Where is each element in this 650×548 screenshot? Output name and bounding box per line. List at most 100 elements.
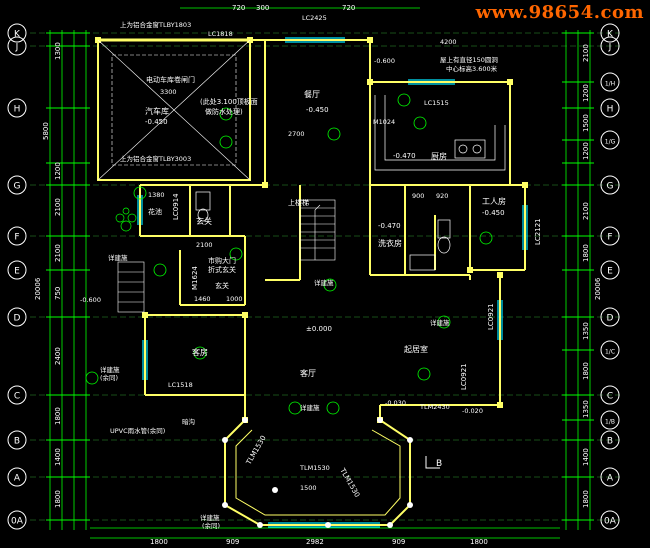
axis-left-4: F (14, 233, 19, 243)
axis-left-0-circle (7, 23, 27, 43)
dim-4200: 4200 (440, 38, 457, 46)
axis-right-12-circle (600, 430, 620, 450)
axis-left-7-circle (7, 385, 27, 405)
kitchen-counter (374, 95, 506, 171)
garage-label: 汽车库 (145, 106, 169, 116)
axis-left-8-circle (7, 430, 27, 450)
dim-3300: 3300 (160, 88, 177, 96)
left-total: 20006 (34, 277, 42, 300)
roof-note-2: 中心标高3.600米 (446, 64, 498, 73)
annotation-labels: 上为铝合金窗TLBY1803 上为铝合金窗TLBY3003 LC2425 LC1… (80, 14, 498, 530)
left-dim-3: 2100 (54, 198, 62, 216)
sanitary-fixtures (195, 191, 451, 271)
garage-level: -0.450 (145, 118, 168, 126)
axis-right-3-circle (600, 98, 620, 118)
axis-right-13: A (607, 474, 614, 484)
servant-level: -0.450 (482, 209, 505, 217)
axis-left-2: H (14, 105, 21, 115)
axis-right-14: 0A (604, 517, 617, 527)
flower-bed (115, 207, 137, 232)
bottom-dim-1: 909 (226, 538, 239, 546)
top-dimensions: 720 300 720 (232, 4, 355, 12)
section-b-mark: B (436, 459, 442, 469)
dim-1380: 1380 (148, 191, 165, 199)
top-dim-1: 300 (256, 4, 269, 12)
axis-right-9-circle (600, 340, 620, 360)
axis-right-2: 1/H (605, 81, 615, 88)
left-dim-0: 1300 (54, 42, 62, 60)
laundry-label: 洗衣房 (378, 238, 402, 248)
axis-right-8-circle (600, 307, 620, 327)
lc1515-label: LC1515 (424, 99, 449, 107)
right-dim-10: 1800 (582, 490, 590, 508)
detail-left: 详建施 (100, 365, 120, 374)
m1624-label: M1624 (191, 266, 199, 290)
level-neg020: -0.020 (462, 407, 483, 415)
bottom-dim-0: 1800 (150, 538, 168, 546)
axis-right-0-circle (600, 23, 620, 43)
right-dim-5: 1800 (582, 244, 590, 262)
ditch-label: 暗沟 (182, 417, 195, 426)
axis-left-4-circle (7, 226, 27, 246)
bay-column-dots (222, 417, 413, 528)
lc0914-label: LC0914 (172, 193, 180, 220)
left-dim-7: 1800 (54, 407, 62, 425)
left-dim-8: 1400 (54, 448, 62, 466)
right-dim-3: 1200 (582, 142, 590, 160)
detail-bottom: 详建施 (200, 513, 220, 522)
axis-right-13-circle (600, 467, 620, 487)
top-dim-2: 720 (342, 4, 355, 12)
kitchen-label: 厨房 (431, 151, 447, 161)
kitchen-level: -0.470 (393, 152, 416, 160)
axis-right-4: 1/G (605, 139, 616, 146)
axis-right-8: D (607, 314, 614, 324)
right-dim-9: 1400 (582, 448, 590, 466)
left-dim-1: 5800 (42, 122, 50, 140)
detail-markers (85, 93, 493, 415)
axis-left-5: E (14, 267, 20, 277)
windows (137, 37, 528, 528)
right-dim-7: 1800 (582, 362, 590, 380)
right-dim-0: 2100 (582, 44, 590, 62)
section-mark (425, 456, 440, 469)
axis-right-6: F (607, 233, 612, 243)
walls (97, 38, 526, 526)
lc2425-label: LC2425 (302, 14, 327, 22)
tlm1530-center: TLM1530 (299, 464, 330, 472)
axis-right-5-circle (600, 175, 620, 195)
axis-left-10-circle (7, 510, 27, 530)
dim-2700: 2700 (288, 130, 305, 138)
bay-top-label: 上为铝合金窗TLBY1803 (120, 20, 191, 29)
foyer-label: 玄关 (196, 216, 212, 226)
lc1518-label: LC1518 (168, 381, 193, 389)
axis-left-2-circle (7, 98, 27, 118)
dim-900: 900 (412, 192, 424, 200)
garage-roof-lines (97, 39, 251, 181)
dim-1460: 1460 (194, 295, 211, 303)
axis-right-1: J (608, 43, 612, 53)
detail-family: 详建施 (430, 318, 450, 327)
axis-left-1: J (15, 43, 19, 53)
staircase (117, 199, 336, 313)
foyer-label-2: 玄关 (215, 281, 229, 290)
axis-left-7: C (14, 392, 20, 402)
entry-note-2: 折式玄关 (208, 265, 236, 274)
bottom-dim-3: 909 (392, 538, 405, 546)
axis-left-6-circle (7, 307, 27, 327)
axis-left-9-circle (7, 467, 27, 487)
level-neg030: -0.030 (385, 399, 406, 407)
axis-right-6-circle (600, 226, 620, 246)
dim-1500: 1500 (300, 484, 317, 492)
dim-1000: 1000 (226, 295, 243, 303)
axis-right-0: K (607, 30, 614, 40)
axis-left-9: A (14, 474, 21, 484)
axis-right-4-circle (600, 130, 620, 150)
pipe-note: UPVC雨水管(余同) (110, 426, 165, 435)
top-dim-0: 720 (232, 4, 245, 12)
right-dim-2: 1500 (582, 114, 590, 132)
garage-note: 电动车库卷闸门 (146, 75, 195, 84)
lc0921-label-b: LC0921 (460, 363, 468, 390)
axis-right-7: E (607, 267, 613, 277)
